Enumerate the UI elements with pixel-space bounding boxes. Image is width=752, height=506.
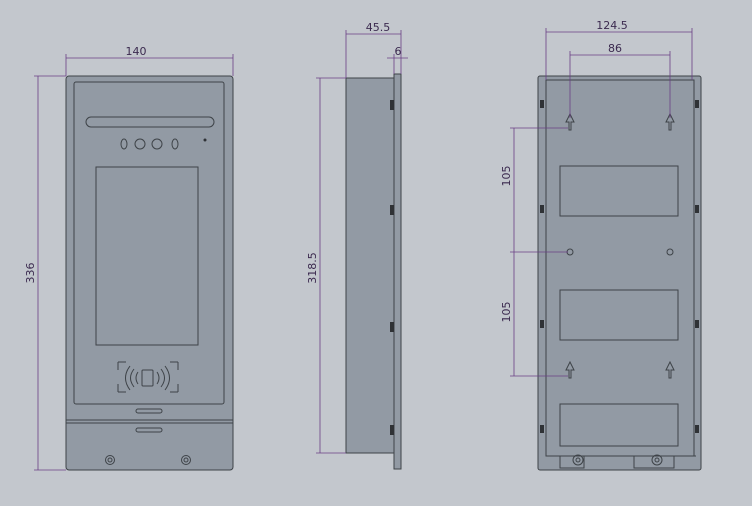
back-outer-width-dimension: 124.5 [545,19,693,80]
back-lower-vertical-label: 105 [500,302,513,323]
front-width-label: 140 [126,45,147,58]
back-upper-vertical-label: 105 [500,166,513,187]
back-vertical-dimensions: 105 105 [500,127,568,377]
speaker-slot-top [135,408,163,414]
back-screw-right-inner [654,457,660,463]
sensor-1 [120,138,128,150]
back-side-notches [540,100,699,433]
top-slot [85,116,215,128]
keyhole-bottom-left [565,360,575,379]
camera-lens-1 [134,138,146,150]
sensor-2 [171,138,179,150]
side-housing [345,77,395,454]
back-view [537,75,702,471]
side-view [345,73,402,470]
screw-left [105,455,115,465]
side-height-dimension: 318.5 [306,77,346,454]
side-tab-3 [390,322,394,332]
back-outer-width-label: 124.5 [596,19,628,32]
side-tab-4 [390,425,394,435]
back-hole-spacing-dimension: 86 [569,42,671,118]
side-tab-1 [390,100,394,110]
side-plate-label: 6 [395,45,402,58]
indicator-dot [203,138,207,142]
side-plate-dimension: 6 [387,45,408,74]
keyhole-top-left [565,112,575,131]
front-height-label: 336 [24,263,37,284]
back-screw-left [572,454,584,466]
screw-right [181,455,191,465]
side-depth-label: 45.5 [366,21,391,34]
back-screw-left-inner [575,457,581,463]
screw-left-inner [107,457,113,463]
back-screw-right [651,454,663,466]
back-cutout-upper [559,165,679,217]
front-view [65,75,234,471]
speaker-slot-bottom [135,427,163,433]
display-screen [95,166,199,346]
side-front-plate [393,73,402,470]
keyhole-bottom-right [665,360,675,379]
side-height-label: 318.5 [306,252,319,284]
side-tab-2 [390,205,394,215]
back-inner-frame [545,79,695,457]
screw-right-inner [183,457,189,463]
camera-lens-2 [151,138,163,150]
back-bottom-bracket [546,455,696,469]
back-cutout-lower [559,403,679,447]
back-hole-spacing-label: 86 [608,42,622,55]
back-cutout-middle [559,289,679,341]
center-hole-right [666,248,674,256]
keyhole-top-right [665,112,675,131]
side-depth-dimension: 45.5 [345,21,402,78]
front-height-dimension: 336 [24,75,66,471]
card-reader-icon [117,361,179,393]
front-width-dimension: 140 [65,45,234,76]
